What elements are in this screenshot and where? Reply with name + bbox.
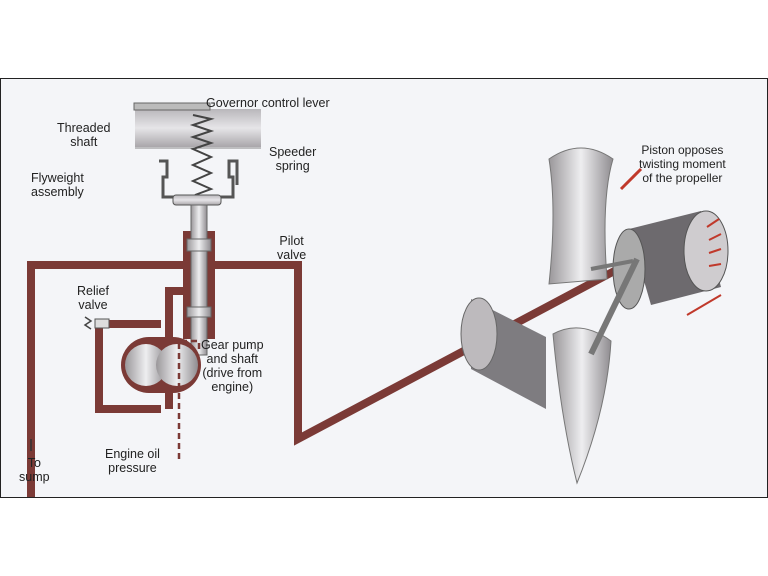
twist-arrow [619, 167, 643, 191]
piston-link [588, 257, 640, 356]
threaded-housing [135, 109, 261, 147]
speeder-spring [189, 114, 215, 196]
propeller-hub [460, 297, 546, 409]
governor-control-lever [133, 102, 211, 111]
propeller-blade-upper [548, 147, 614, 285]
pilot-valve-stem [190, 204, 208, 356]
drive-shaft-line [177, 339, 201, 459]
flyweight-base [172, 194, 222, 206]
piston-motion-arrow [686, 294, 722, 316]
relief-valve [94, 318, 110, 329]
pressure-arrows [706, 218, 722, 267]
flyweight-assembly [159, 159, 239, 199]
diagram-drawing [27, 102, 729, 497]
label-governor-control-lever: Governor control lever [206, 96, 330, 110]
propeller-blade-lower [552, 327, 612, 485]
